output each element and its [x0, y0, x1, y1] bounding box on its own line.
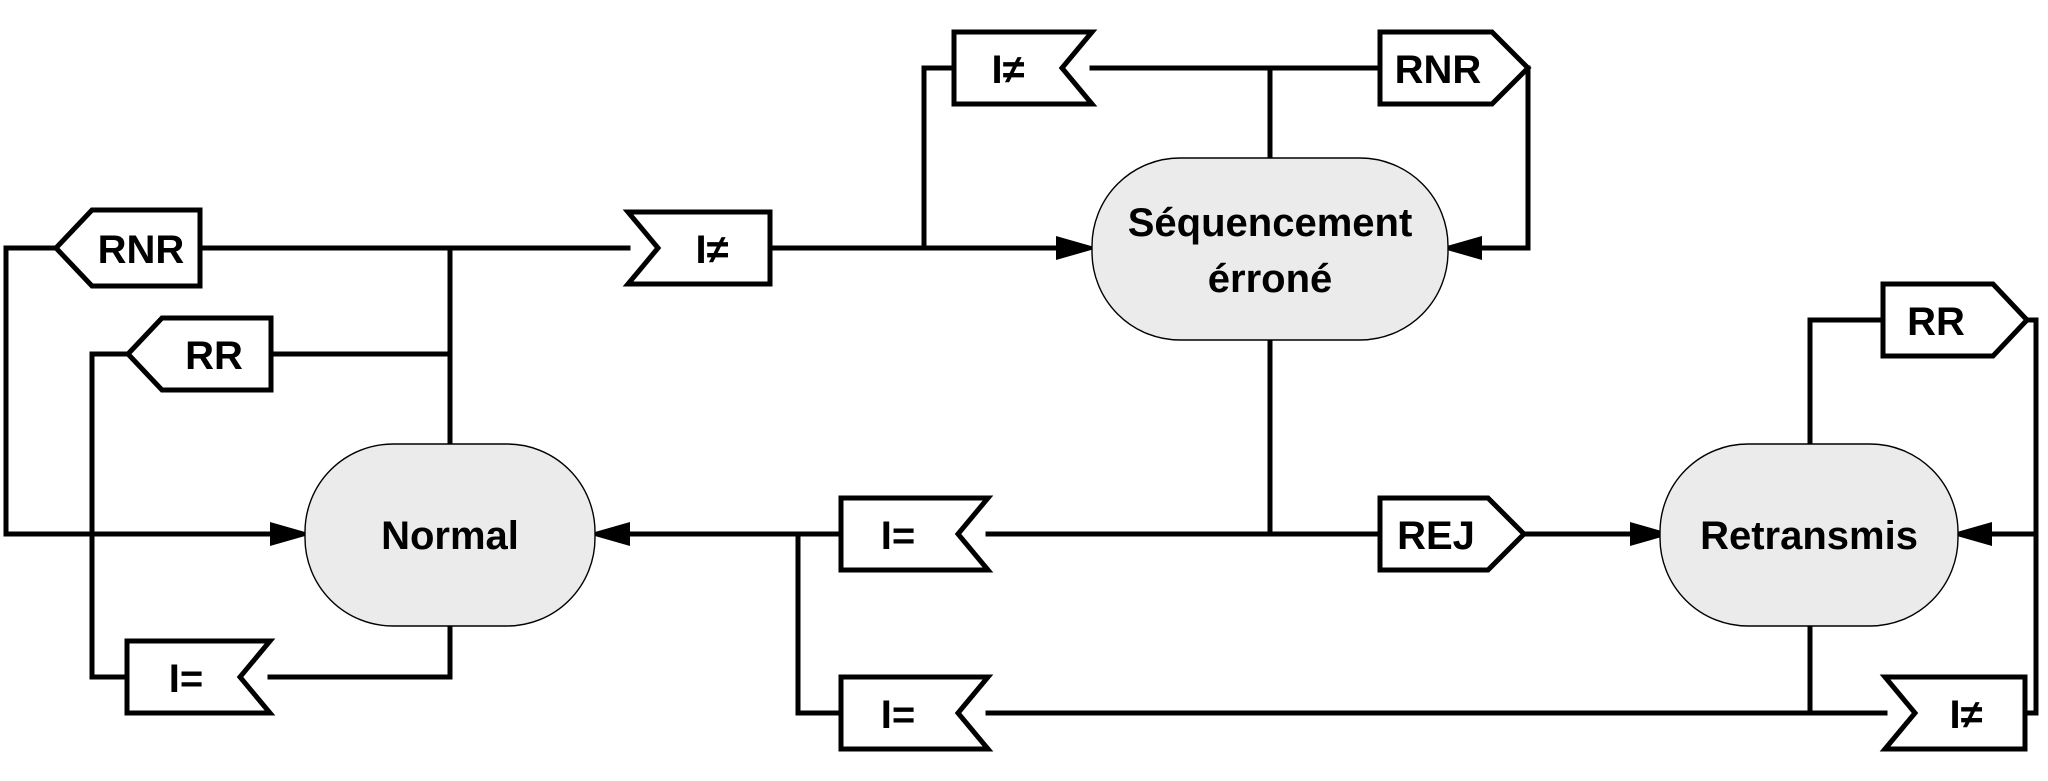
signal-rr-right-label: RR — [1907, 300, 1965, 344]
retransmis-top-spine — [1807, 317, 1886, 447]
signal-rr-left-label: RR — [185, 334, 243, 378]
i-eq-bottom-middle-loop — [795, 531, 844, 716]
signal-rej-label: REJ — [1397, 514, 1475, 558]
signal-i-eq-middle-label: I= — [881, 514, 915, 558]
signal-i-neq-bottom-right-label: I≠ — [1949, 693, 1982, 737]
signal-i-eq-middle: I= — [838, 495, 994, 573]
state-retransmis-label: Retransmis — [1700, 514, 1918, 558]
signal-rej-shape — [1377, 495, 1528, 573]
state-retransmis-shape — [1659, 443, 1959, 627]
state-sequencement-errone: Séquencement érroné — [1091, 157, 1449, 341]
signal-rej: REJ — [1377, 495, 1528, 573]
signal-i-eq-middle-shape — [838, 495, 994, 573]
signal-rnr-left-label: RNR — [98, 228, 185, 272]
state-sequencement-label-line2: érroné — [1208, 257, 1333, 301]
state-normal-label: Normal — [381, 514, 519, 558]
signal-i-eq-bottom-middle-label: I= — [881, 693, 915, 737]
signal-rr-left-shape — [124, 315, 274, 393]
i-neq-bottom-right-loop — [2022, 531, 2039, 716]
signal-rnr-seq-top-label: RNR — [1395, 48, 1482, 92]
arrow-into-retransmis-right — [1950, 522, 1992, 546]
signal-i-neq-seq-top-shape — [951, 29, 1098, 107]
signal-rr-right: RR — [1880, 281, 2031, 359]
state-retransmis: Retransmis — [1659, 443, 1959, 627]
signal-i-eq-bottom-left-label: I= — [169, 657, 203, 701]
state-normal-shape — [304, 443, 596, 627]
rr-right-loop — [1982, 317, 2039, 537]
signal-i-neq-top-shape — [622, 209, 773, 287]
state-sequencement-shape — [1091, 157, 1449, 341]
state-normal: Normal — [304, 443, 596, 627]
rnr-left-loop — [3, 245, 283, 537]
signal-rnr-seq-top: RNR — [1377, 29, 1532, 107]
rnr-seq-loop — [1467, 65, 1531, 251]
i-neq-top-branch — [921, 65, 957, 251]
signal-i-neq-bottom-right-shape — [1879, 674, 2028, 752]
signal-i-neq-top-label: I≠ — [695, 228, 728, 272]
signal-i-eq-bottom-left-shape — [124, 638, 276, 716]
signal-i-eq-bottom-left: I= — [124, 638, 276, 716]
signal-i-neq-bottom-right: I≠ — [1879, 674, 2028, 752]
signal-i-neq-seq-top-label: I≠ — [991, 48, 1024, 92]
signal-i-eq-bottom-middle-shape — [838, 674, 994, 752]
signal-rnr-left: RNR — [52, 207, 203, 289]
arrow-into-normal-left — [270, 522, 312, 546]
signal-i-neq-seq-top: I≠ — [951, 29, 1098, 107]
arrow-into-sequencement-right — [1440, 236, 1482, 260]
signal-rr-left: RR — [124, 315, 274, 393]
signal-i-eq-bottom-middle: I= — [838, 674, 994, 752]
signal-rnr-seq-top-shape — [1377, 29, 1532, 107]
signal-rr-right-shape — [1880, 281, 2031, 359]
signal-i-neq-top: I≠ — [622, 209, 773, 287]
rr-left-loop — [89, 351, 131, 680]
arrow-into-sequencement-left — [1056, 236, 1098, 260]
arrowheads — [270, 236, 1992, 546]
connectors — [3, 65, 2039, 716]
normal-bottom-connector — [267, 623, 453, 680]
arrow-into-retransmis-left — [1630, 522, 1672, 546]
state-sequencement-label-line1: Séquencement — [1128, 201, 1413, 245]
signal-rnr-left-shape — [52, 207, 203, 289]
arrow-into-normal-right — [588, 522, 630, 546]
